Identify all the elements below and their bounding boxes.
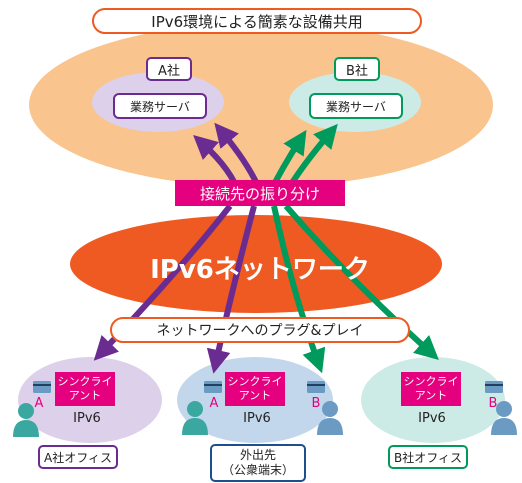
person-icon	[491, 401, 517, 435]
protocol-a: IPv6	[73, 410, 101, 426]
protocol-b: IPv6	[418, 410, 446, 426]
card-icon	[204, 381, 222, 393]
network-label: IPv6ネットワーク	[150, 254, 370, 285]
card-icon	[33, 381, 51, 393]
routing-label: 接続先の振り分け	[175, 180, 345, 206]
title-banner: IPv6環境による簡素な設備共用	[92, 8, 422, 34]
card-icon	[307, 381, 325, 393]
card-icon	[485, 381, 503, 393]
person-icon	[182, 401, 208, 435]
arrow-icon	[283, 204, 439, 361]
thin-client-a: シンクライ アント	[55, 372, 115, 406]
thin-client-mobile: シンクライ アント	[225, 372, 285, 406]
title-text: IPv6環境による簡素な設備共用	[151, 12, 363, 31]
company-a-server: 業務サーバ	[113, 93, 207, 119]
thin-client-b: シンクライ アント	[401, 372, 461, 406]
location-mobile: 外出先 （公衆端末）	[210, 444, 306, 482]
person-icon	[13, 403, 39, 437]
location-b: B社オフィス	[388, 445, 468, 469]
person-icon	[317, 401, 343, 435]
card-stripe	[485, 384, 503, 386]
company-b-server: 業務サーバ	[309, 93, 403, 119]
card-stripe	[204, 384, 222, 386]
company-a-label: A社	[146, 57, 192, 81]
clients-group	[13, 381, 517, 437]
card-b-letter-3: B	[488, 395, 498, 411]
arrow-icon	[271, 205, 326, 374]
card-b-letter-2: B	[311, 395, 321, 411]
card-a-letter-1: A	[34, 395, 44, 411]
location-a: A社オフィス	[38, 445, 118, 469]
card-a-letter-2: A	[209, 395, 219, 411]
protocol-mobile: IPv6	[243, 410, 271, 426]
card-stripe	[33, 384, 51, 386]
plug-and-play-banner: ネットワークへのプラグ&プレイ	[110, 317, 410, 343]
arrow-icon	[206, 205, 257, 374]
card-stripe	[307, 384, 325, 386]
company-b-label: B社	[334, 57, 380, 81]
